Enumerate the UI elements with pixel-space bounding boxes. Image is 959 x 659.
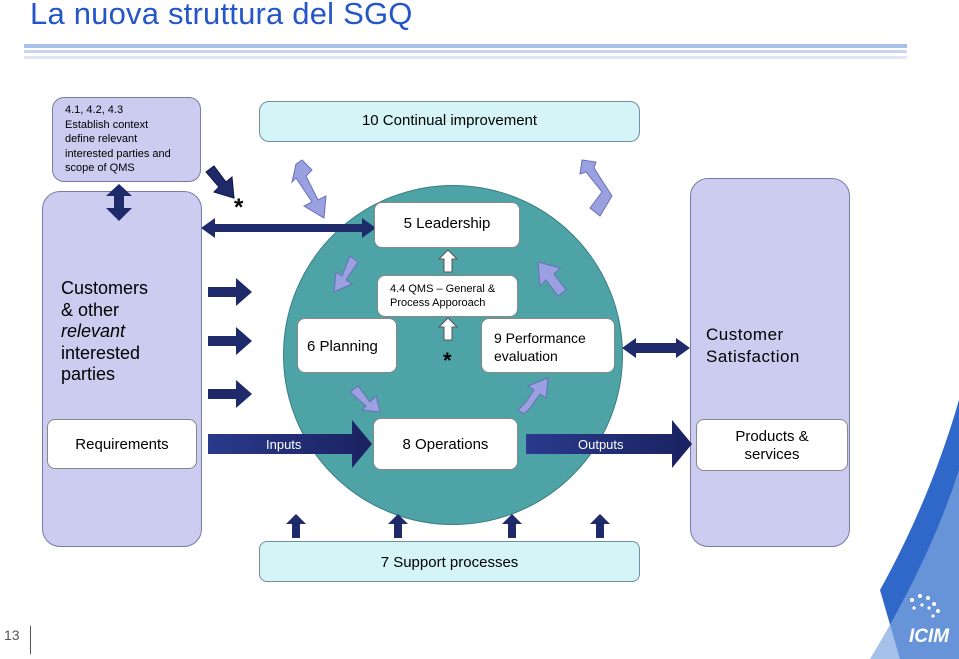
qms-general-label: 4.4 QMS – General & Process Apporoach	[390, 282, 495, 310]
icim-logo-text: ICIM	[909, 626, 950, 647]
customers-line-3: relevant	[61, 321, 126, 342]
title-rule-mid	[24, 50, 907, 53]
operations-to-performance-arrow	[517, 377, 549, 415]
improvement-arrow-left	[291, 159, 327, 219]
customers-line-5: parties	[61, 364, 116, 385]
continual-improvement-box	[259, 101, 640, 142]
qms-line-1: 4.4 QMS – General &	[390, 283, 496, 295]
customers-line-2: & other	[61, 299, 120, 320]
requirements-label: Requirements	[75, 436, 169, 453]
leadership-box	[374, 202, 520, 248]
qms-general-box	[377, 275, 518, 317]
customers-line-4: interested	[61, 342, 141, 363]
asterisk-context: *	[234, 194, 244, 221]
title-rule-bottom	[24, 56, 907, 59]
outputs-arrow	[526, 420, 692, 468]
footer-divider	[30, 626, 31, 654]
context-line-5: scope of QMS	[65, 162, 135, 175]
requirements-box	[47, 419, 197, 469]
customer-arrow-1	[208, 278, 252, 306]
support-processes-label: 7 Support processes	[380, 554, 519, 571]
improvement-arrow-right	[579, 159, 613, 217]
context-double-arrow	[106, 184, 132, 221]
qms-down-up-arrow	[437, 317, 459, 341]
qms-line-2: Process Apporoach	[390, 297, 486, 309]
support-processes-box	[259, 541, 640, 582]
leadership-double-arrow	[201, 218, 376, 238]
support-arrow-2	[388, 514, 408, 538]
context-line-3: define relevant	[65, 133, 138, 146]
customers-column	[42, 191, 202, 547]
operations-box	[373, 418, 518, 470]
products-box	[696, 419, 848, 471]
inputs-label: Inputs	[266, 437, 302, 452]
planning-label: 6 Planning	[307, 338, 378, 355]
customer-arrow-2	[208, 327, 252, 355]
context-line-1: 4.1, 4.2, 4.3	[65, 104, 124, 116]
asterisk-center: *	[443, 348, 452, 373]
qms-up-arrow	[437, 249, 459, 273]
products-label: Products & services	[696, 428, 848, 464]
planning-to-operations-arrow	[349, 385, 381, 413]
leadership-label: 5 Leadership	[403, 215, 491, 232]
context-line-4: interested parties and	[65, 147, 171, 160]
support-arrow-1	[286, 514, 306, 538]
page-title: La nuova struttura del SGQ	[30, 0, 413, 31]
customer-satisfaction-label: Customer Satisfaction	[706, 324, 800, 368]
products-line-2: services	[744, 446, 800, 463]
page-number: 13	[4, 627, 20, 643]
customers-line-1: Customers	[61, 278, 149, 298]
context-box	[52, 97, 201, 182]
leadership-to-planning-arrow	[333, 255, 359, 293]
context-line-2: Establish context	[65, 118, 149, 131]
performance-box	[481, 318, 615, 373]
support-arrow-4	[590, 514, 610, 538]
inputs-arrow	[208, 420, 372, 468]
planning-box	[297, 318, 397, 373]
customers-label: Customers & other relevant interested pa…	[61, 278, 148, 386]
performance-line-1: 9 Performance	[494, 330, 586, 346]
satisfaction-line-2: Satisfaction	[706, 347, 800, 366]
satisfaction-column	[690, 178, 850, 547]
satisfaction-double-arrow	[622, 338, 690, 358]
title-rule-top	[24, 44, 907, 48]
continual-improvement-label: 10 Continual improvement	[361, 112, 538, 129]
operations-label: 8 Operations	[402, 436, 489, 453]
corner-decoration	[870, 400, 959, 659]
performance-line-2: evaluation	[494, 348, 558, 364]
satisfaction-line-1: Customer	[706, 325, 784, 344]
customer-arrow-3	[208, 380, 252, 408]
context-to-leadership-arrow	[205, 165, 235, 199]
performance-to-leadership-arrow	[537, 261, 567, 297]
products-line-1: Products &	[735, 428, 809, 445]
outputs-label: Outputs	[578, 437, 624, 452]
performance-label: 9 Performance evaluation	[494, 329, 586, 365]
context-box-text: 4.1, 4.2, 4.3 Establish context define r…	[65, 103, 199, 176]
support-arrow-3	[502, 514, 522, 538]
